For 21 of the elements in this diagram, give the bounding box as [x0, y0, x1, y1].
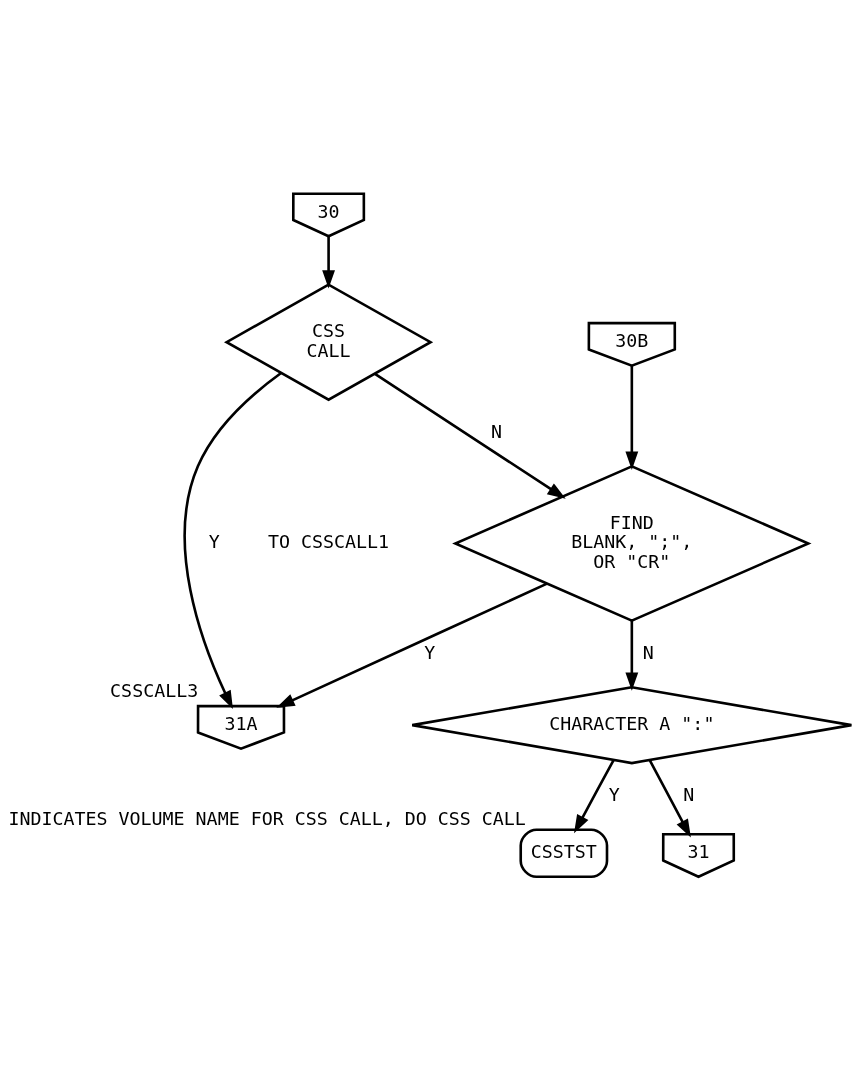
edge-label: N — [642, 641, 654, 663]
arrow — [374, 372, 566, 499]
label: TO CSSCALL1 — [268, 530, 390, 552]
edge-label: N — [683, 783, 695, 805]
arrow — [183, 371, 282, 709]
arrow — [322, 236, 335, 289]
node-box: CSSTST — [519, 827, 609, 878]
node-diamond: CSS CALL — [223, 282, 434, 401]
node-label: CSSCALL3 — [110, 679, 199, 701]
edge-label: Y — [608, 783, 620, 805]
node-diamond: FIND BLANK, ";", OR "CR" — [452, 464, 812, 622]
arrow — [625, 365, 639, 470]
node-label: INDICATES VOLUME NAME FOR CSS CALL, DO CSS CALL — [8, 807, 526, 829]
arrow — [648, 758, 691, 838]
arrow — [276, 581, 548, 708]
edge-label: Y — [424, 641, 436, 663]
edge-label: N — [491, 420, 503, 442]
node-diamond: CHARACTER A ":" — [410, 685, 853, 764]
edge-label: Y — [208, 530, 220, 552]
arrow — [574, 758, 615, 833]
arrow — [625, 620, 639, 691]
